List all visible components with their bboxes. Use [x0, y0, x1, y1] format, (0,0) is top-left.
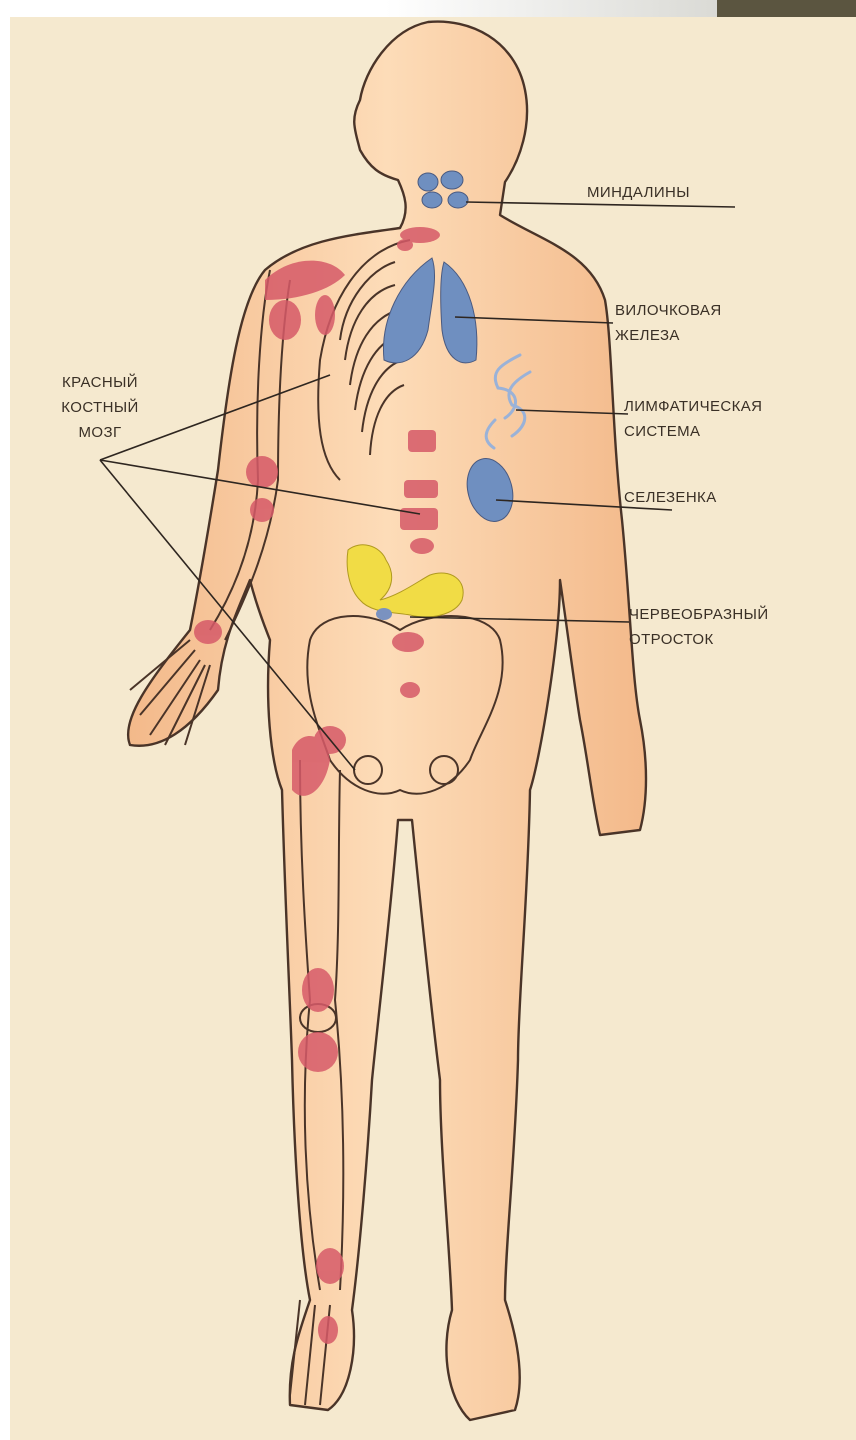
- label-thymus-line-2: ЖЕЛЕЗА: [615, 323, 722, 348]
- label-appendix-line-2: ОТРОСТОК: [629, 627, 769, 652]
- label-lymphatic-line-1: ЛИМФАТИЧЕСКАЯ: [624, 394, 762, 419]
- label-thymus: ВИЛОЧКОВАЯ ЖЕЛЕЗА: [615, 298, 722, 348]
- label-marrow-line-2: КОСТНЫЙ: [38, 395, 162, 420]
- label-lymphatic-line-2: СИСТЕМА: [624, 419, 762, 444]
- body-silhouette: [128, 22, 646, 1420]
- label-red-bone-marrow: КРАСНЫЙ КОСТНЫЙ МОЗГ: [38, 370, 162, 445]
- label-marrow-line-3: МОЗГ: [38, 420, 162, 445]
- label-marrow-line-1: КРАСНЫЙ: [38, 370, 162, 395]
- label-tonsils: МИНДАЛИНЫ: [587, 180, 690, 205]
- label-appendix-line-1: ЧЕРВЕОБРАЗНЫЙ: [629, 602, 769, 627]
- appendix-tip: [376, 608, 392, 620]
- label-thymus-line-1: ВИЛОЧКОВАЯ: [615, 298, 722, 323]
- label-spleen: СЕЛЕЗЕНКА: [624, 485, 717, 510]
- label-lymphatic-system: ЛИМФАТИЧЕСКАЯ СИСТЕМА: [624, 394, 762, 444]
- label-appendix: ЧЕРВЕОБРАЗНЫЙ ОТРОСТОК: [629, 602, 769, 652]
